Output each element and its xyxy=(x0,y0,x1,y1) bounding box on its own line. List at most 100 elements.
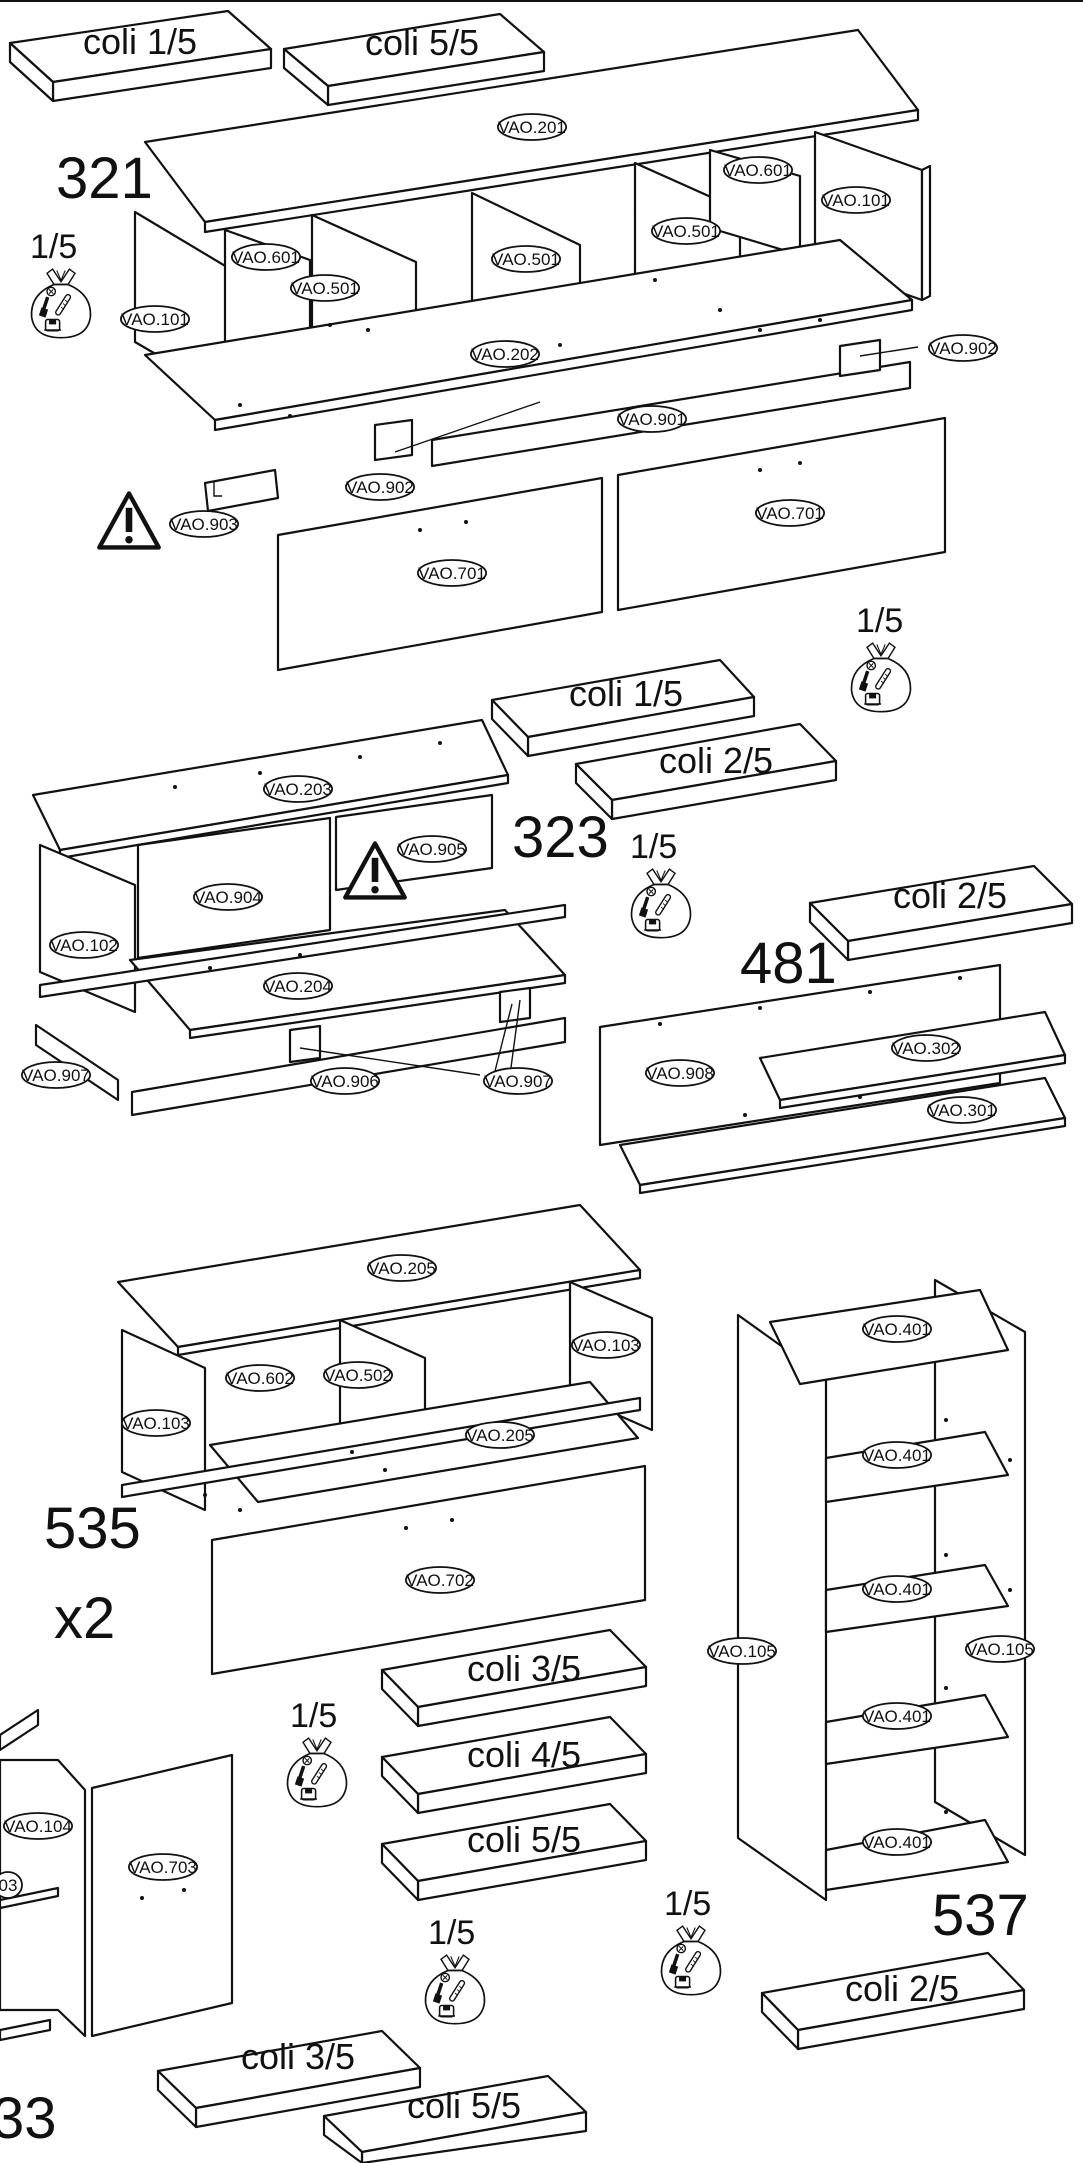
part-code-oval xyxy=(862,1441,933,1469)
part-code-text: VAO.201 xyxy=(498,118,566,137)
part-code-oval xyxy=(862,1702,933,1730)
part-code-p28: VAO.103 xyxy=(571,1331,642,1359)
part-code-p12: VAO.902 xyxy=(344,473,415,501)
part-code-text: VAO.103 xyxy=(122,1414,190,1433)
package-label: coli 5/5 xyxy=(407,2085,521,2126)
part-code-oval xyxy=(707,1637,778,1665)
package-box-pk11: coli 5/5 xyxy=(322,2074,588,2163)
bag-fraction: 1/5 xyxy=(290,1697,337,1735)
part-code-p3: VAO.101 xyxy=(821,186,892,214)
part-code-p34: VAO.401 xyxy=(862,1315,933,1343)
package-label: coli 2/5 xyxy=(659,740,773,781)
part-code-text: VAO.401 xyxy=(863,1580,931,1599)
part-code-text: VAO.903 xyxy=(170,515,238,534)
hardware-bag-hb5: 1/5 xyxy=(426,1914,485,2024)
part-code-oval xyxy=(127,1853,198,1881)
part-code-text: VAO.905 xyxy=(398,840,466,859)
part-code-oval xyxy=(928,334,999,362)
part-code-p10: VAO.902 xyxy=(928,334,999,362)
part-code-p5: VAO.501 xyxy=(289,274,360,302)
model-number: 321 xyxy=(56,146,153,211)
part-code-p30: VAO.502 xyxy=(322,1361,393,1389)
part-code-p14: VAO.701 xyxy=(416,559,487,587)
part-code-text: VAO.102 xyxy=(50,936,118,955)
part-code-oval xyxy=(821,186,892,214)
hardware-bag-icon xyxy=(852,643,911,712)
bag-fraction: 1/5 xyxy=(856,602,903,640)
part-code-text: VAO.103 xyxy=(572,1336,640,1355)
package-box-pk3: coli 1/5 xyxy=(490,658,756,758)
package-label: coli 3/5 xyxy=(467,1648,581,1689)
part-code-oval xyxy=(262,775,333,803)
assembly-537 xyxy=(736,1278,1027,1902)
part-code-oval xyxy=(289,274,360,302)
package-label: coli 5/5 xyxy=(365,22,479,63)
part-code-text: VAO.904 xyxy=(194,888,262,907)
part-code-oval xyxy=(651,217,722,245)
part-code-oval xyxy=(490,245,561,273)
part-code-text: VAO.101 xyxy=(822,191,890,210)
part-code-oval xyxy=(192,883,263,911)
part-code-oval xyxy=(496,113,567,141)
part-code-p39: VAO.401 xyxy=(862,1702,933,1730)
part-code-text: VAO.907 xyxy=(484,1072,552,1091)
hardware-bag-hb1: 1/5 xyxy=(30,228,90,338)
part-code-p40: VAO.401 xyxy=(862,1828,933,1856)
part-code-oval xyxy=(396,835,467,863)
part-code-oval xyxy=(309,1067,380,1095)
hardware-bag-icon xyxy=(662,1926,721,1995)
package-box-pk9: coli 2/5 xyxy=(760,1951,1026,2051)
part-code-oval xyxy=(120,305,190,333)
part-code-p7: VAO.501 xyxy=(651,217,722,245)
part-code-text: VAO.908 xyxy=(646,1064,714,1083)
part-code-oval xyxy=(322,1361,393,1389)
part-code-oval xyxy=(645,1059,716,1087)
hardware-bag-icon xyxy=(288,1738,347,1807)
part-code-text: VAO.901 xyxy=(618,410,686,429)
warning-triangle-icon xyxy=(99,494,158,548)
part-code-p37: VAO.105 xyxy=(707,1637,778,1665)
bag-fraction: 1/5 xyxy=(630,828,677,866)
part-code-p16: VAO.203 xyxy=(262,775,333,803)
package-label: coli 3/5 xyxy=(241,2036,355,2077)
bag-fraction: 1/5 xyxy=(30,228,77,266)
part-code-p4: VAO.601 xyxy=(230,243,301,271)
hardware-bag-hb3: 1/5 xyxy=(630,828,690,938)
part-code-text: VAO.105 xyxy=(966,1640,1034,1659)
package-box-pk10: coli 3/5 xyxy=(156,2029,422,2129)
model-multiplier: x2 xyxy=(54,1586,115,1651)
part-code-p17: VAO.905 xyxy=(396,835,467,863)
package-box-pk2: coli 5/5 xyxy=(282,12,546,107)
part-code-oval xyxy=(366,1254,437,1282)
package-label: coli 2/5 xyxy=(893,875,1007,916)
assembly-533 xyxy=(0,1708,234,2042)
bag-fraction: 1/5 xyxy=(664,1885,711,1923)
part-code-p6: VAO.501 xyxy=(490,245,561,273)
part-code-text: 03 xyxy=(0,1876,17,1895)
part-code-text: VAO.401 xyxy=(863,1446,931,1465)
part-code-text: VAO.203 xyxy=(264,780,332,799)
part-code-oval xyxy=(571,1331,642,1359)
part-code-oval xyxy=(416,559,487,587)
part-code-p20: VAO.204 xyxy=(262,972,333,1000)
part-code-text: VAO.501 xyxy=(652,222,720,241)
part-code-p27: VAO.205 xyxy=(366,1254,437,1282)
part-code-text: VAO.902 xyxy=(929,339,997,358)
package-box-pk1: coli 1/5 xyxy=(8,9,273,103)
package-label: coli 4/5 xyxy=(467,1734,581,1775)
part-code-text: VAO.907 xyxy=(22,1066,90,1085)
part-code-p2: VAO.601 xyxy=(723,156,794,184)
package-box-pk5: coli 2/5 xyxy=(808,864,1074,962)
part-code-p1: VAO.201 xyxy=(496,113,567,141)
part-code-oval xyxy=(617,405,688,433)
part-code-labels: VAO.201VAO.601VAO.101VAO.601VAO.501VAO.5… xyxy=(0,113,1036,1899)
part-code-text: VAO.401 xyxy=(863,1320,931,1339)
part-code-oval xyxy=(344,473,415,501)
part-code-p19: VAO.102 xyxy=(49,931,119,959)
part-code-oval xyxy=(262,972,333,1000)
part-code-p36: VAO.401 xyxy=(862,1575,933,1603)
part-code-text: VAO.401 xyxy=(863,1707,931,1726)
part-code-oval xyxy=(862,1575,933,1603)
part-code-text: VAO.101 xyxy=(121,310,189,329)
